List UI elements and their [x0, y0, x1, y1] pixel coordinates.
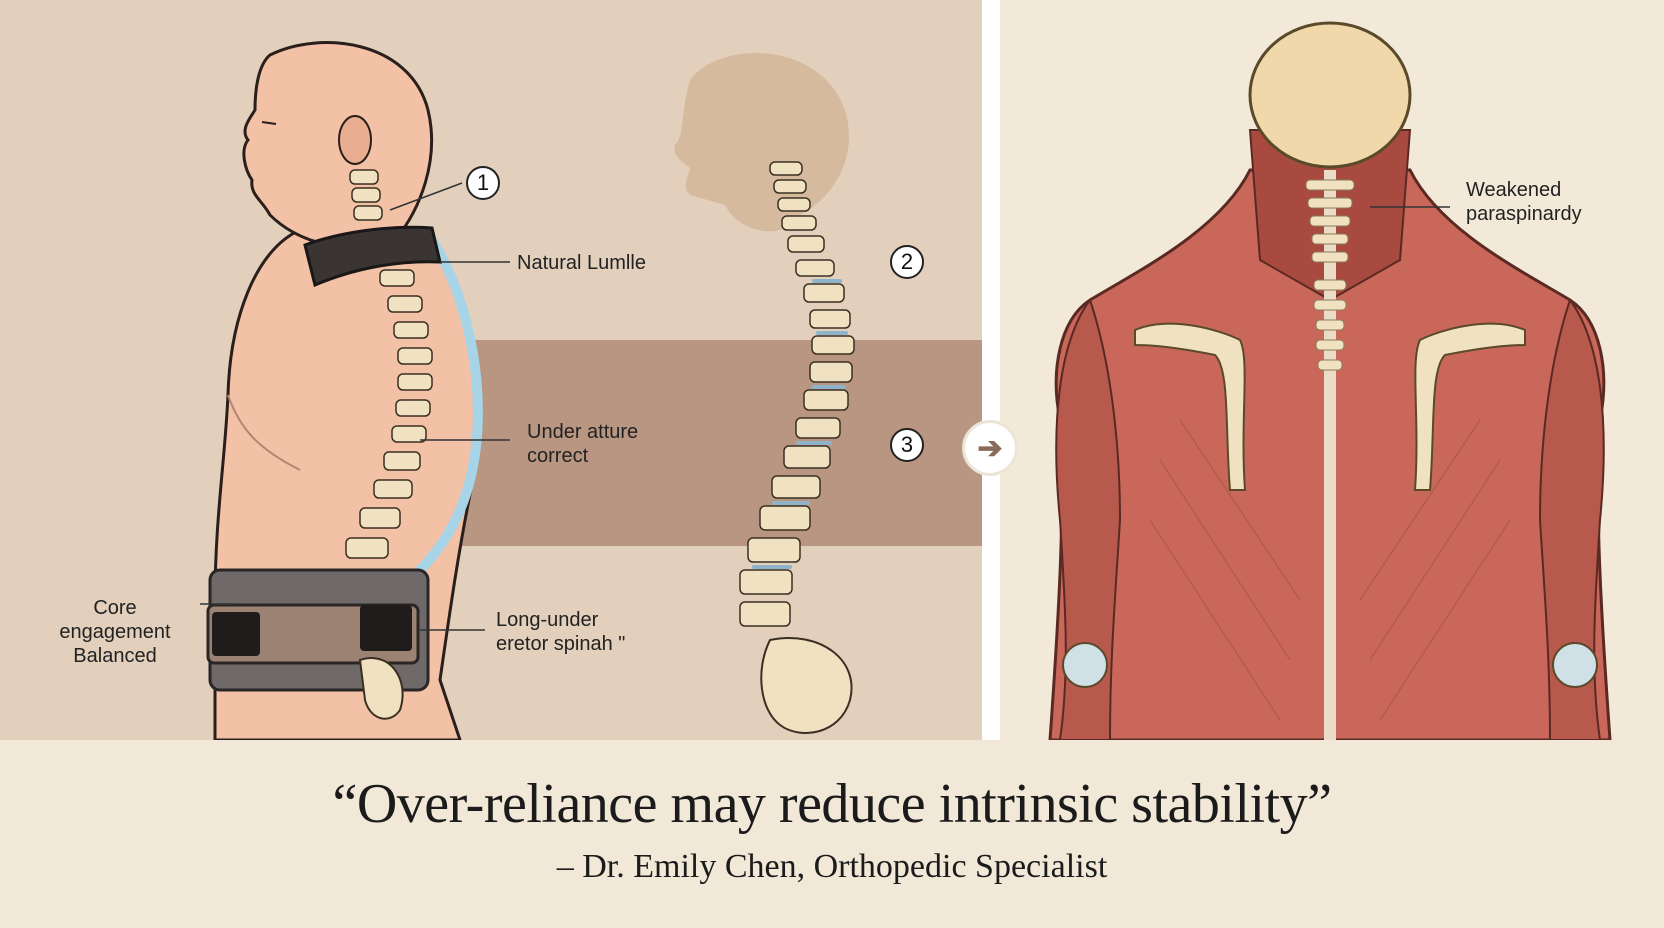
- label-core-engagement: Core engagement Balanced: [55, 596, 175, 668]
- label-long-under: Long-under eretor spinah ": [496, 608, 625, 656]
- label-weakened-paraspinal: Weakened paraspinardy: [1466, 178, 1582, 226]
- label-under-posture: Under atture correct: [527, 420, 638, 468]
- anatomy-illustration: [0, 0, 1612, 740]
- label-core-line3: Balanced: [73, 645, 157, 667]
- marker-3: 3: [890, 428, 924, 462]
- braced-person-figure: [206, 41, 483, 740]
- label-under-posture-line1: Under atture: [527, 421, 639, 443]
- label-weakened-line1: Weakened: [1466, 179, 1562, 201]
- label-long-under-line2: eretor spinah ": [496, 633, 626, 655]
- label-weakened-line2: paraspinardy: [1466, 203, 1582, 225]
- quote-attribution: – Dr. Emily Chen, Orthopedic Specialist: [556, 848, 1108, 885]
- label-core-line1: Core: [93, 597, 137, 619]
- quote-text: “Over-reliance may reduce intrinsic stab…: [332, 773, 1332, 835]
- marker-1: 1: [466, 166, 500, 200]
- label-long-under-line1: Long-under: [496, 609, 599, 631]
- back-muscles-figure: [1048, 21, 1612, 740]
- caption-area: [0, 740, 1664, 928]
- spine-profile-figure: [674, 52, 855, 734]
- label-core-line2: engagement: [59, 621, 171, 643]
- marker-2: 2: [890, 245, 924, 279]
- label-natural-lumbar: Natural Lumlle: [517, 252, 646, 274]
- label-under-posture-line2: correct: [527, 445, 589, 467]
- arrow-right-icon: ➔: [962, 420, 1018, 476]
- panel-divider: [982, 0, 1000, 740]
